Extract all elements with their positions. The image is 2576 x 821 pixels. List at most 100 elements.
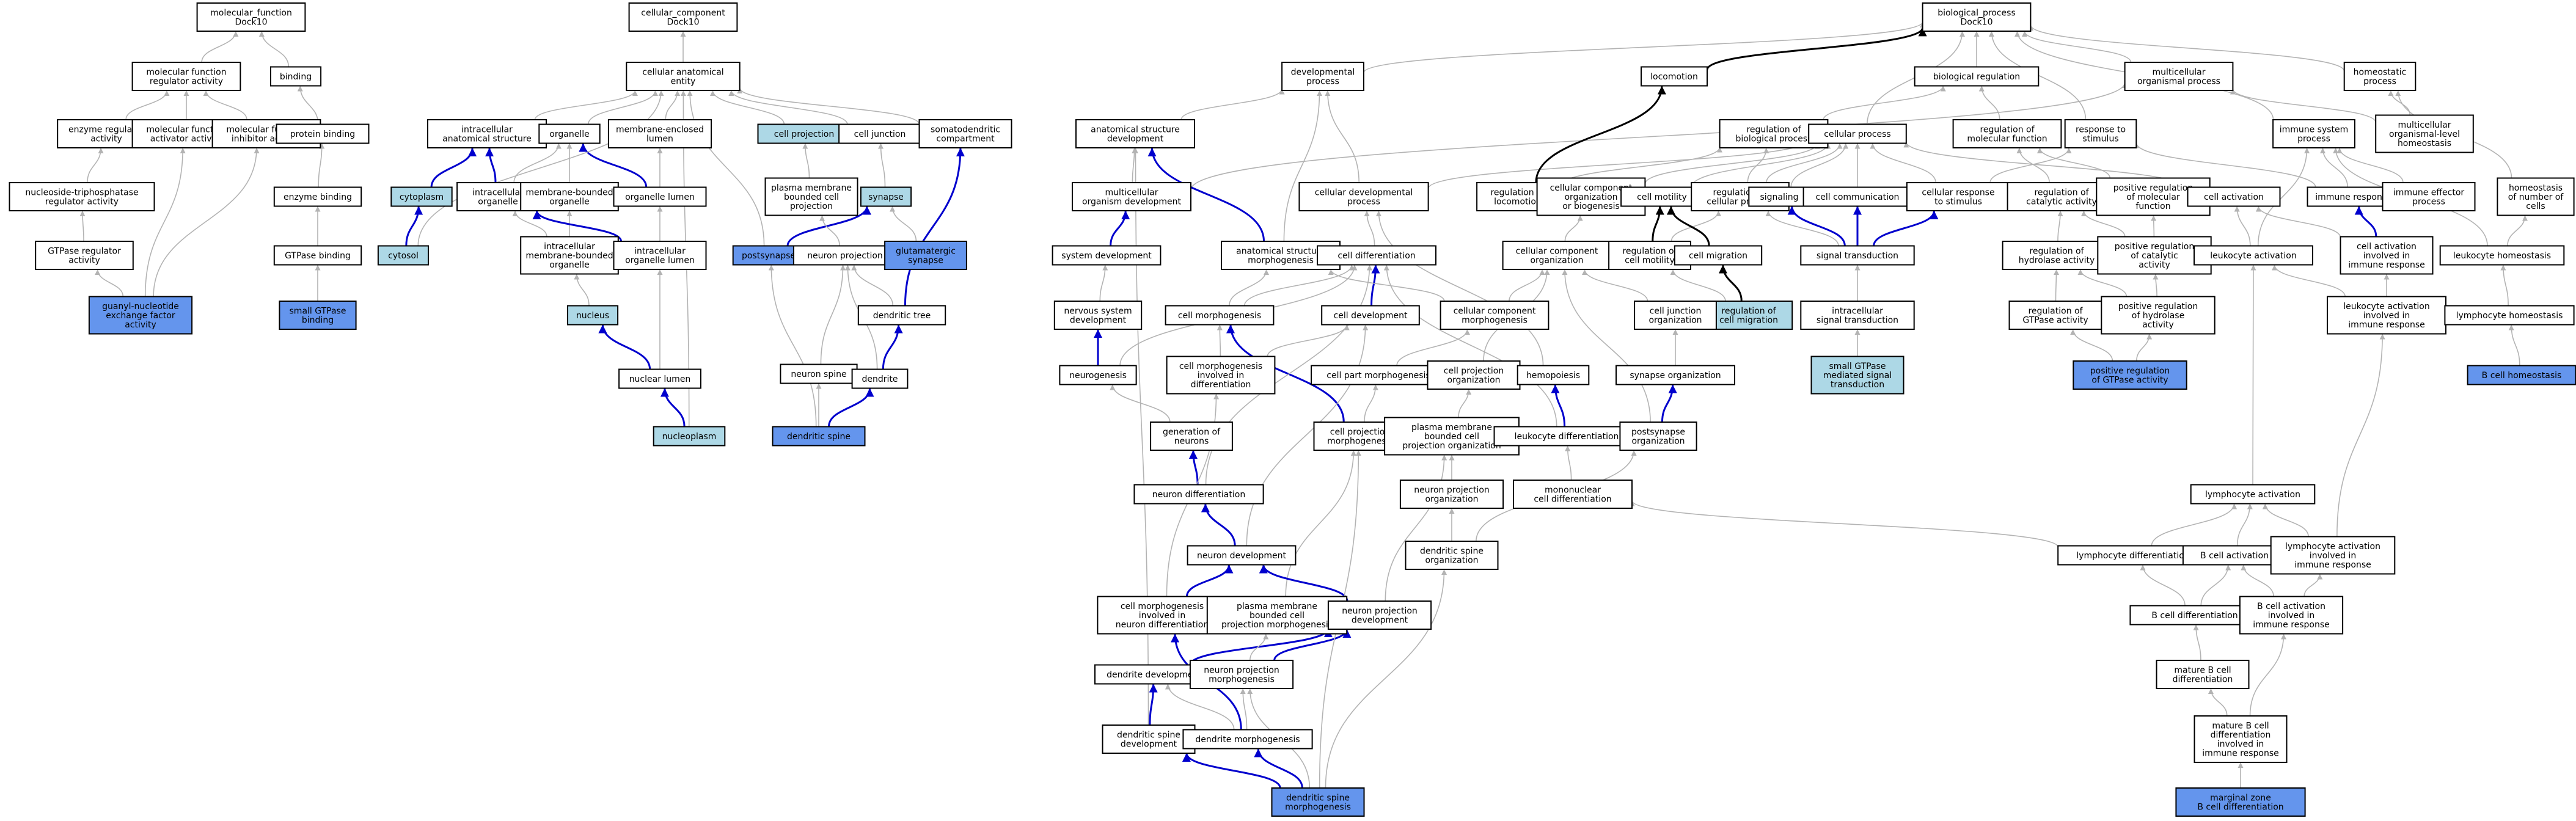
term-label-line: anatomical structure xyxy=(1236,247,1325,257)
term-box xyxy=(1189,660,1294,689)
term-label-line: nucleoplasm xyxy=(662,432,717,442)
term-label-line: mature B cell xyxy=(2212,721,2269,731)
term-label-line: response to xyxy=(2076,125,2126,135)
term-node-bdiff: B cell differentiation xyxy=(2129,605,2260,626)
edge-celldev-to-cellproc xyxy=(1427,139,1812,189)
term-label-line: plasma membrane xyxy=(1237,602,1317,611)
term-box xyxy=(1800,301,1915,330)
term-node-leukhomeo: leukocyte homeostasis xyxy=(2439,245,2565,266)
term-label-line: nucleus xyxy=(576,311,609,321)
edge-lymactimm-to-laimm xyxy=(2336,334,2385,537)
edge-leukdiff-to-celldiff xyxy=(1383,265,1557,427)
term-label: synapse xyxy=(868,192,904,202)
term-node-organelle: organelle xyxy=(538,123,601,144)
term-label-line: postsynapse xyxy=(1631,428,1685,437)
term-box xyxy=(1634,301,1717,330)
term-label-line: synapse xyxy=(868,192,904,202)
term-label-line: activity xyxy=(68,256,100,266)
edge-multihomeo-to-homeo xyxy=(2388,90,2411,115)
term-label-line: cell morphogenesis xyxy=(1178,311,1261,321)
term-label-line: process xyxy=(2412,197,2445,207)
edge-dsd-to-denddev xyxy=(1149,684,1158,726)
term-label-line: GTPase activity xyxy=(2022,316,2088,326)
term-label-line: intracellular xyxy=(1832,307,1883,316)
term-label-line: compartment xyxy=(936,134,995,144)
edge-protbind-to-binding xyxy=(297,86,319,125)
term-node-dendspine: dendritic spine xyxy=(772,426,866,447)
term-label-line: neuron projection xyxy=(807,251,883,261)
edge-pmbcp-to-cellproj xyxy=(802,143,810,178)
term-label-line: regulation of xyxy=(1622,247,1677,257)
edge-mononuc-to-leukdiff xyxy=(1565,445,1572,481)
edge-bhomeo-to-lymhomeo xyxy=(2508,324,2520,366)
term-label-line: signal transduction xyxy=(1817,251,1898,261)
edge-postsyn-to-cae xyxy=(687,90,765,246)
term-label: binding xyxy=(280,72,312,82)
term-node-cellproj: cell projection xyxy=(757,123,851,144)
term-label-line: glutamatergic xyxy=(896,247,956,257)
term-label: dendritic spine xyxy=(787,432,851,442)
term-box xyxy=(1914,66,2040,87)
term-label: cell differentiation xyxy=(1337,251,1415,261)
term-label: signal transduction xyxy=(1817,251,1898,261)
term-node-cellmorph: cell morphogenesis xyxy=(1165,305,1275,326)
term-label: hemopoiesis xyxy=(1526,371,1580,381)
term-box xyxy=(1165,305,1275,326)
term-node-sysdev: system development xyxy=(1052,245,1162,266)
term-box xyxy=(772,426,866,447)
term-box xyxy=(2182,545,2287,566)
edge-dendtree-to-somato xyxy=(904,147,965,306)
term-box xyxy=(520,236,619,275)
term-box xyxy=(613,186,707,207)
term-label: signaling xyxy=(1760,192,1798,202)
edge-intraorg-to-organelle xyxy=(513,143,562,183)
term-label: immune response xyxy=(2315,192,2392,202)
term-label-line: catalytic activity xyxy=(2026,197,2097,207)
edge-celldevel-to-celldiff xyxy=(1370,265,1380,306)
edge-cco-to-ccob xyxy=(1564,215,1583,242)
term-node-nuclumen: nuclear lumen xyxy=(618,368,701,389)
term-label-line: marginal zone xyxy=(2210,794,2271,803)
term-box xyxy=(884,241,967,270)
term-box xyxy=(780,363,858,384)
term-box xyxy=(2343,62,2417,91)
term-box xyxy=(2239,596,2344,635)
edge-ias-to-cae xyxy=(534,90,638,120)
edge-ntpreg-to-enzreg xyxy=(87,147,104,183)
term-label-line: mature B cell xyxy=(2174,666,2231,676)
term-label-line: cell activation xyxy=(2357,242,2417,252)
term-label-line: lymphocyte homeostasis xyxy=(2456,311,2563,321)
edge-lymactimm-to-lymact xyxy=(2262,503,2309,537)
edge-multiorg-to-bp xyxy=(2022,31,2132,63)
term-box xyxy=(2190,484,2316,505)
term-label-line: positive regulation xyxy=(2118,302,2198,312)
term-label-line: molecular function xyxy=(1967,134,2047,144)
term-label-line: cell communication xyxy=(1816,192,1900,202)
term-label: cell migration xyxy=(1689,251,1747,261)
term-box xyxy=(377,245,430,266)
edge-leukdiff-to-hemopoiesis xyxy=(1551,384,1566,427)
term-label-line: neuron differentiation xyxy=(1116,620,1209,630)
term-label: lymphocyte differentiation xyxy=(2076,551,2189,561)
term-box xyxy=(1641,66,1708,87)
